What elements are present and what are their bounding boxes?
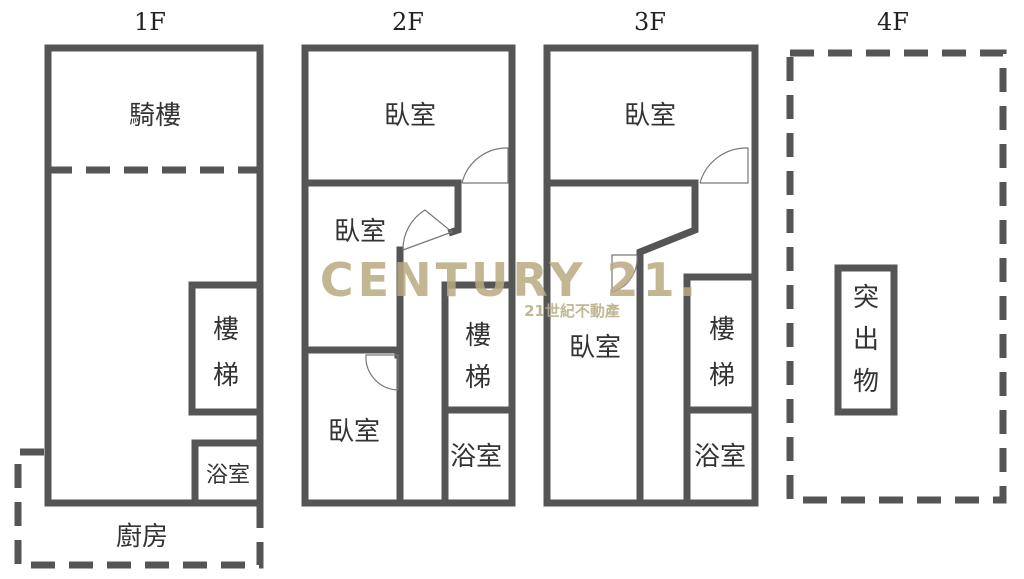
room-label: 梯 [213, 361, 239, 391]
room-label: 浴室 [206, 463, 250, 488]
door-swing [699, 147, 749, 184]
room-label: 梯 [465, 363, 491, 393]
room-label: 樓 [709, 315, 735, 345]
room-label: 臥室 [569, 333, 621, 363]
door-swing [461, 147, 509, 184]
room-label: 臥室 [384, 101, 436, 131]
wall [543, 179, 699, 507]
bathroom-box [191, 439, 264, 507]
room-label: 樓 [465, 321, 491, 351]
floor-label-1f: 1F [134, 8, 166, 36]
wall [44, 44, 264, 172]
wall [441, 281, 516, 507]
wall [301, 179, 462, 237]
floor-label-2f: 2F [392, 8, 424, 36]
door-swing [365, 354, 399, 391]
room-label: 物 [853, 367, 879, 397]
room-label: 臥室 [624, 101, 676, 131]
dashed-boundary [786, 49, 1007, 504]
room-label: 臥室 [328, 417, 380, 447]
door-swing [402, 209, 454, 251]
room-label: 突 [853, 283, 879, 313]
room-label: 廚房 [116, 522, 168, 552]
wall [683, 273, 759, 507]
floor-4f: 4F 突 出 物 [786, 8, 1007, 504]
wall [301, 44, 516, 507]
room-label: 梯 [709, 361, 735, 391]
floor-1f: 1F 騎樓 樓 梯 浴室 廚房 [14, 8, 264, 569]
room-label: 騎樓 [129, 101, 181, 131]
watermark-subtitle: 21世紀不動產 [524, 302, 620, 320]
century21-watermark: CENTURY 21. 21世紀不動產 [320, 253, 700, 320]
stair-box [188, 281, 264, 416]
room-label: 臥室 [334, 217, 386, 247]
floor-label-3f: 3F [634, 8, 666, 36]
wall [301, 346, 402, 359]
watermark-brand: CENTURY 21. [320, 253, 700, 307]
floor-2f: 2F 臥室 臥室 臥室 樓 梯 浴室 [301, 8, 516, 507]
rooftop-structure-box [834, 264, 898, 416]
floor-label-4f: 4F [877, 8, 909, 36]
room-label: 浴室 [694, 442, 746, 472]
kitchen-dashed-boundary [14, 448, 264, 569]
room-label: 出 [853, 325, 879, 355]
room-label: 浴室 [450, 442, 502, 472]
room-label: 樓 [213, 315, 239, 345]
floor-3f: 3F 臥室 臥室 樓 梯 浴室 [543, 8, 759, 507]
door-swing [611, 254, 638, 293]
